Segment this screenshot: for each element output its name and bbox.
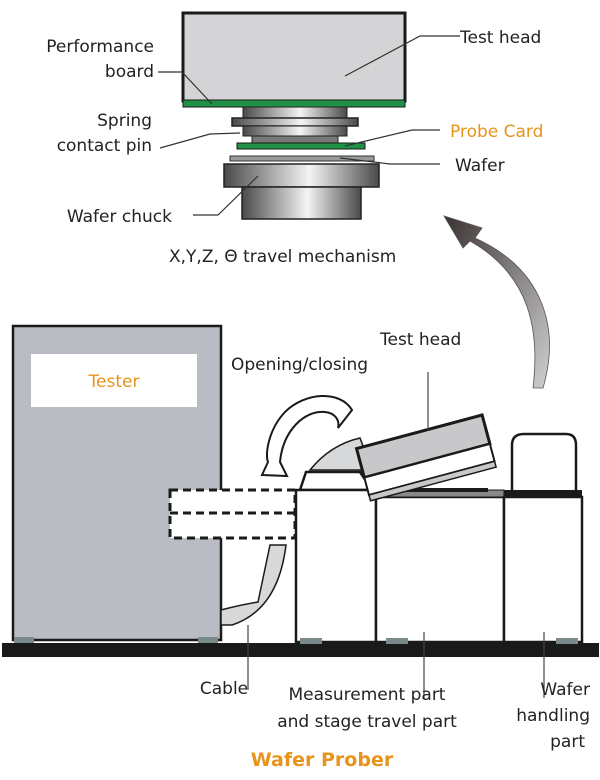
tilted-test-head bbox=[354, 413, 498, 502]
leader-lines-top bbox=[158, 35, 460, 216]
label-wafer-handling-1: Wafer bbox=[540, 680, 590, 700]
label-test-head-top: Test head bbox=[459, 28, 541, 48]
label-spring-pin-2: contact pin bbox=[57, 136, 152, 156]
label-measurement-2: and stage travel part bbox=[277, 712, 457, 732]
label-wafer-handling-2: handling bbox=[516, 706, 590, 726]
wafer bbox=[229, 155, 375, 162]
label-tester: Tester bbox=[88, 372, 140, 392]
wafer-chuck bbox=[223, 163, 380, 220]
floor-base bbox=[2, 643, 599, 657]
label-spring-pin-1: Spring bbox=[97, 111, 152, 131]
label-test-head-system: Test head bbox=[379, 330, 461, 350]
label-opening-closing: Opening/closing bbox=[231, 355, 368, 375]
spring-contact-pin-assembly bbox=[231, 106, 359, 144]
test-head-block bbox=[181, 11, 407, 103]
cable bbox=[220, 437, 374, 626]
label-travel-mechanism: X,Y,Z, Θ travel mechanism bbox=[169, 247, 396, 267]
tester-cabinet bbox=[11, 324, 223, 643]
label-performance-board-1: Performance bbox=[46, 37, 154, 57]
prober-body bbox=[294, 432, 584, 644]
label-probe-card: Probe Card bbox=[450, 122, 543, 142]
label-cable: Cable bbox=[200, 679, 248, 699]
label-wafer-chuck: Wafer chuck bbox=[67, 207, 172, 227]
label-wafer: Wafer bbox=[455, 156, 505, 176]
performance-board bbox=[182, 99, 406, 108]
probe-card bbox=[236, 142, 366, 150]
dashed-test-head-outline bbox=[168, 488, 297, 540]
diagram-title: Wafer Prober bbox=[251, 749, 394, 771]
label-wafer-handling-3: part bbox=[550, 732, 585, 752]
label-measurement-1: Measurement part bbox=[289, 685, 446, 705]
leader-lines-system bbox=[247, 372, 545, 698]
label-performance-board-2: board bbox=[105, 62, 154, 82]
opening-closing-arrow-icon bbox=[260, 395, 354, 478]
curved-arrow-icon bbox=[443, 215, 550, 389]
